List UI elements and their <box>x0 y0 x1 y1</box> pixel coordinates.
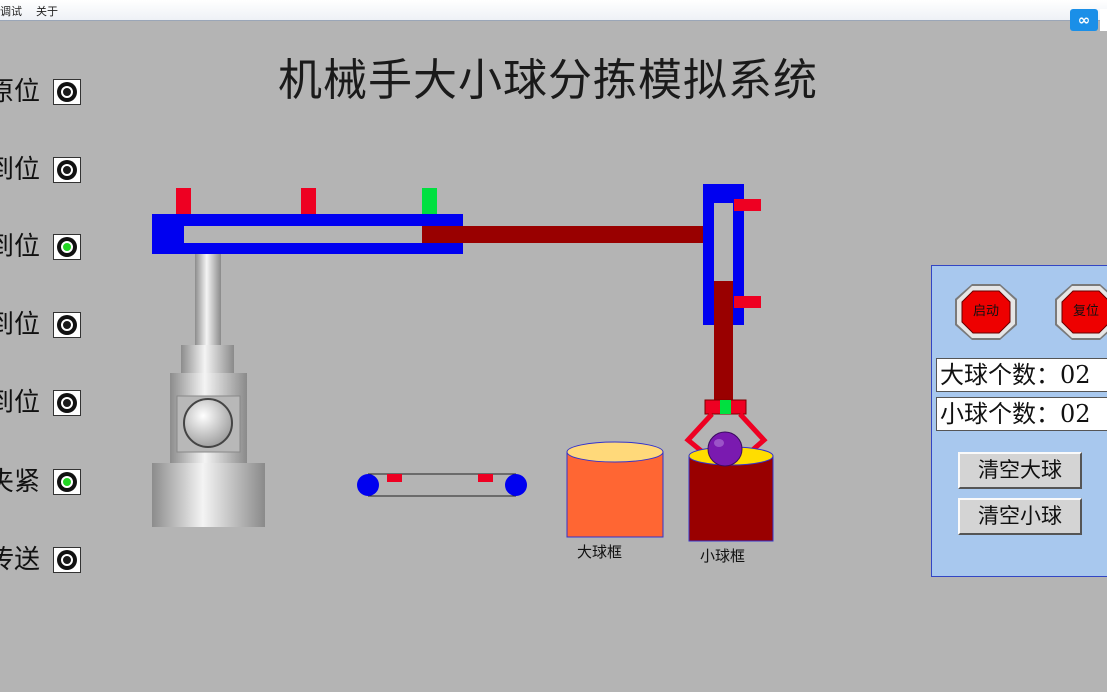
baidu-netdisk-icon[interactable]: ∞ <box>1070 9 1098 31</box>
small-count-display: 小球个数：02 <box>936 397 1107 431</box>
reset-button[interactable]: 复位 <box>1054 283 1107 341</box>
conveyor <box>357 473 527 497</box>
large-count-value: 02 <box>1060 361 1091 389</box>
status-label: 夹紧 <box>0 467 40 497</box>
start-button[interactable]: 启动 <box>954 283 1018 341</box>
small-count-value: 02 <box>1060 400 1091 428</box>
status-row: 传送 <box>0 545 90 575</box>
tray-edge <box>1100 9 1107 31</box>
status-row: 夹紧 <box>0 467 90 497</box>
status-row: 到位 <box>0 155 90 185</box>
status-row: 到位 <box>0 310 90 340</box>
status-lamp-icon <box>53 234 81 260</box>
sensor-middle <box>301 188 316 214</box>
status-lamp-icon <box>53 312 81 338</box>
status-label: 传送 <box>0 545 40 575</box>
status-row: 到位 <box>0 232 90 262</box>
status-lamp-icon <box>53 390 81 416</box>
horizontal-rail <box>152 188 463 254</box>
large-bin-label: 大球框 <box>577 543 623 561</box>
large-ball-bin <box>566 441 664 538</box>
vertical-cylinder <box>703 184 761 404</box>
menu-bar: 调试 关于 <box>0 0 1107 21</box>
large-count-display: 大球个数：02 <box>936 358 1107 392</box>
status-label: 到位 <box>0 155 40 185</box>
status-lamp-icon <box>53 157 81 183</box>
status-label: 到位 <box>0 310 40 340</box>
clear-small-button[interactable]: 清空小球 <box>958 498 1082 535</box>
small-ball-bin <box>688 446 774 542</box>
sensor-left <box>176 188 191 214</box>
status-label: 到位 <box>0 388 40 418</box>
status-lamp-icon <box>53 547 81 573</box>
status-row: 到位 <box>0 388 90 418</box>
large-count-label: 大球个数： <box>940 361 1060 389</box>
small-count-label: 小球个数： <box>940 400 1060 428</box>
small-bin-label: 小球框 <box>700 547 746 565</box>
horizontal-arm <box>422 226 706 243</box>
lift-knob <box>183 398 233 448</box>
menu-item-debug[interactable]: 调试 <box>0 5 22 18</box>
page-title: 机械手大小球分拣模拟系统 <box>278 55 818 106</box>
clear-large-button[interactable]: 清空大球 <box>958 452 1082 489</box>
status-lamp-icon <box>53 79 81 105</box>
held-ball <box>707 431 743 467</box>
status-row: 原位 <box>0 77 90 107</box>
status-lamp-icon <box>53 469 81 495</box>
sensor-right <box>422 188 437 214</box>
lift-column <box>152 252 265 527</box>
control-panel: 启动 复位 大球个数：02 小球个数：02 清空大球 清空小球 <box>931 265 1107 577</box>
menu-item-about[interactable]: 关于 <box>36 5 58 18</box>
status-label: 到位 <box>0 232 40 262</box>
machine-scene <box>152 184 774 542</box>
status-label: 原位 <box>0 77 40 107</box>
